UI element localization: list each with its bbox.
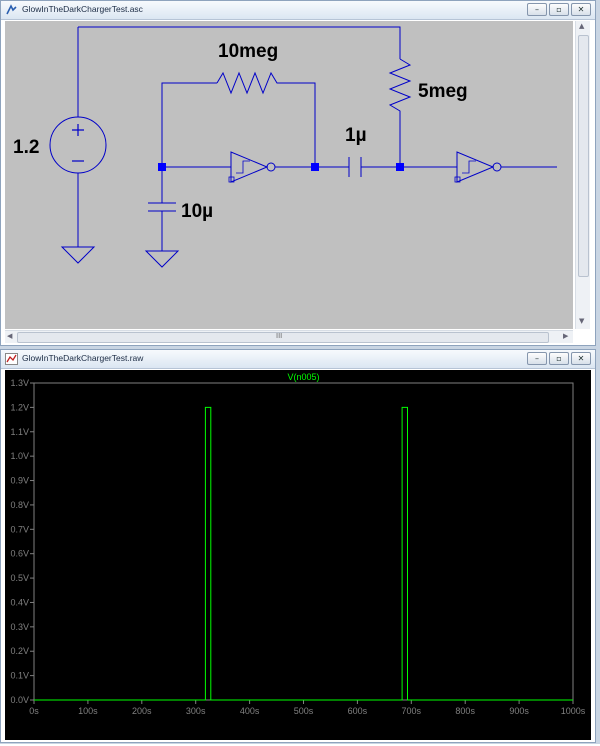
x-tick-label: 300s: [186, 706, 206, 716]
waveform-window-title: GlowInTheDarkChargerTest.raw: [22, 353, 144, 363]
x-tick-label: 200s: [132, 706, 152, 716]
waveform-chart: 0.0V 0.1V 0.2V 0.3V 0.4V 0.5V 0.6V 0.7V 0.8V 0.9V…: [10, 372, 586, 716]
x-tick-label: 800s: [455, 706, 475, 716]
y-tick-label: 0.3V: [10, 622, 29, 632]
waveform-app-icon: [5, 353, 18, 365]
y-tick-label: 0.0V: [10, 695, 29, 705]
schematic-drawing: 1.2 10meg 5meg 1µ 10µ: [13, 26, 557, 268]
scroll-right-arrow-icon[interactable]: ▶: [563, 332, 569, 340]
plot-frame: [33, 382, 574, 701]
y-tick-label: 0.5V: [10, 573, 29, 583]
x-tick-label: 400s: [240, 706, 260, 716]
resistor-10meg-label: 10meg: [218, 41, 278, 62]
restore-button[interactable]: ▫: [549, 3, 569, 16]
minimize-button[interactable]: –: [527, 3, 547, 16]
junction-dot: [396, 163, 404, 171]
schematic-window[interactable]: GlowInTheDarkChargerTest.asc – ▫ ✕: [0, 0, 596, 346]
y-tick-label: 1.1V: [10, 427, 29, 437]
y-tick-label: 1.0V: [10, 451, 29, 461]
y-tick-label: 1.2V: [10, 402, 29, 412]
trace-line: [34, 406, 573, 701]
y-tick-label: 0.1V: [10, 671, 29, 681]
schmitt-inverter-2: [456, 151, 495, 183]
y-tick-label: 0.9V: [10, 476, 29, 486]
capacitor-1u-label: 1µ: [345, 125, 367, 146]
x-tick-label: 700s: [402, 706, 422, 716]
close-button[interactable]: ✕: [571, 352, 591, 365]
horizontal-scroll-thumb[interactable]: III: [17, 332, 549, 343]
junction-dot: [158, 163, 166, 171]
capacitor-10u-label: 10µ: [181, 201, 213, 222]
status-bar: [0, 744, 600, 746]
y-tick-label: 0.2V: [10, 646, 29, 656]
x-tick-label: 500s: [294, 706, 314, 716]
x-tick-label: 100s: [78, 706, 98, 716]
resistor-5meg-label: 5meg: [418, 81, 468, 102]
waveform-titlebar[interactable]: GlowInTheDarkChargerTest.raw – ▫ ✕: [1, 350, 595, 369]
source-value-label: 1.2: [13, 137, 39, 158]
scroll-down-arrow-icon[interactable]: ▼: [579, 317, 585, 325]
schmitt-inverter-1: [230, 151, 269, 183]
vertical-scroll-thumb[interactable]: [578, 35, 589, 277]
capacitor-1u: [348, 157, 362, 177]
close-button[interactable]: ✕: [571, 3, 591, 16]
scroll-left-arrow-icon[interactable]: ◀: [7, 332, 13, 340]
resistor-10meg: [216, 71, 316, 167]
y-tick-label: 0.6V: [10, 549, 29, 559]
minimize-button[interactable]: –: [527, 352, 547, 365]
voltage-source: [49, 116, 107, 174]
waveform-plot-area[interactable]: 0.0V 0.1V 0.2V 0.3V 0.4V 0.5V 0.6V 0.7V 0.8V 0.9V…: [5, 370, 591, 740]
scroll-grip: III: [276, 332, 283, 340]
schematic-horizontal-scrollbar[interactable]: ◀ III ▶: [5, 330, 573, 343]
schematic-vertical-scrollbar[interactable]: ▲ ▼: [575, 21, 590, 329]
schematic-canvas[interactable]: 1.2 10meg 5meg 1µ 10µ: [5, 21, 573, 329]
y-tick-label: 0.8V: [10, 500, 29, 510]
junction-dot: [311, 163, 319, 171]
restore-button[interactable]: ▫: [549, 352, 569, 365]
ground-symbol-source: [60, 246, 96, 264]
schematic-titlebar[interactable]: GlowInTheDarkChargerTest.asc – ▫ ✕: [1, 1, 595, 20]
x-tick-label: 1000s: [561, 706, 586, 716]
capacitor-10u: [148, 202, 176, 212]
schematic-app-icon: [6, 4, 17, 15]
trace-label: V(n005): [287, 372, 319, 382]
x-tick-label: 600s: [348, 706, 368, 716]
y-tick-label: 1.3V: [10, 378, 29, 388]
x-tick-label: 0s: [29, 706, 39, 716]
scroll-up-arrow-icon[interactable]: ▲: [579, 22, 585, 30]
x-tick-label: 900s: [509, 706, 529, 716]
resistor-5meg: [388, 58, 412, 167]
y-tick-label: 0.7V: [10, 524, 29, 534]
schematic-window-title: GlowInTheDarkChargerTest.asc: [22, 4, 143, 14]
ground-symbol-cap: [144, 250, 180, 268]
y-tick-label: 0.4V: [10, 597, 29, 607]
